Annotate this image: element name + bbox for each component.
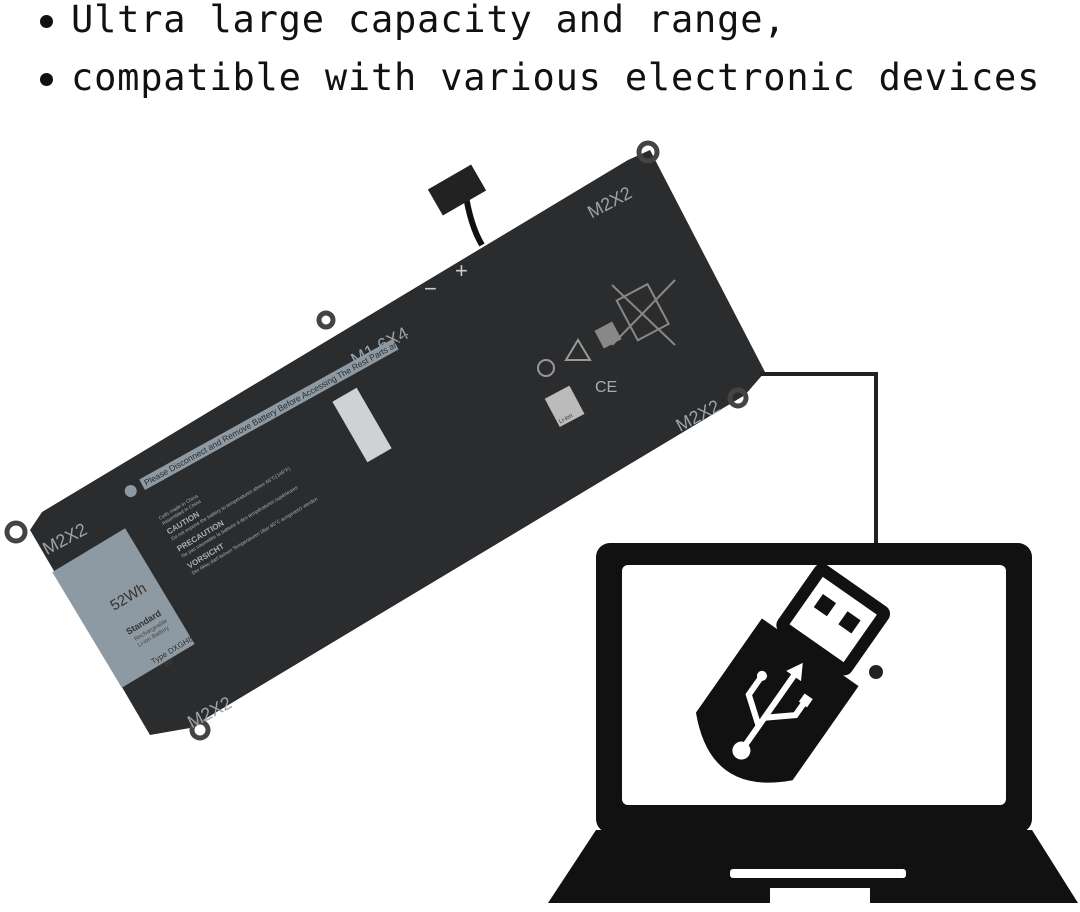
battery-connector xyxy=(427,164,487,247)
recycle-label-icon xyxy=(544,385,585,428)
warning-triangle-icon xyxy=(564,338,592,361)
polarity-minus: − xyxy=(424,276,437,301)
headline-text-2: compatible with various electronic devic… xyxy=(71,56,1041,99)
label-panel xyxy=(52,528,195,688)
weee-bin-icon xyxy=(611,279,676,346)
usb-drive-icon xyxy=(695,563,891,783)
headline-line-1: Ultra large capacity and range, xyxy=(40,0,786,41)
battery xyxy=(4,140,765,741)
bullet-icon xyxy=(40,15,53,28)
info-icon xyxy=(124,485,137,498)
bullet-icon xyxy=(40,73,53,86)
headline-text-1: Ultra large capacity and range, xyxy=(71,0,787,41)
metal-contact-strip xyxy=(332,387,392,463)
ce-mark: CE xyxy=(595,379,617,396)
recycle-5-icon xyxy=(537,359,555,377)
polarity-plus: + xyxy=(455,258,468,283)
headline-line-2: compatible with various electronic devic… xyxy=(40,56,1040,99)
eco-label-icon xyxy=(594,321,622,349)
connection-dot xyxy=(869,665,883,679)
